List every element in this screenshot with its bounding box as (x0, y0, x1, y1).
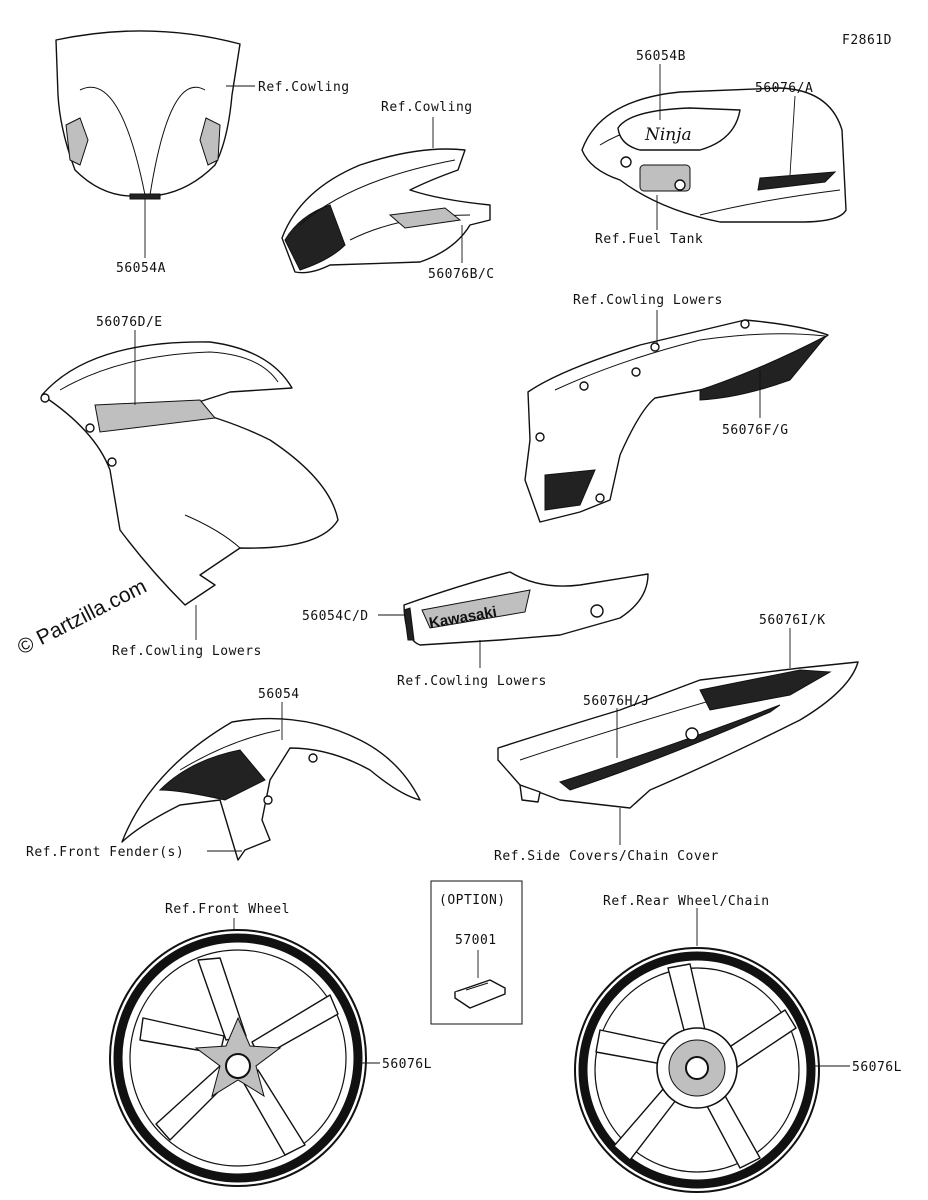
part-56076FG-label: 56076F/G (722, 423, 789, 438)
ref-front-wheel-label: Ref.Front Wheel (165, 902, 290, 917)
ref-rear-wheel-label: Ref.Rear Wheel/Chain (603, 894, 770, 909)
ref-fuel-tank-label: Ref.Fuel Tank (595, 232, 703, 247)
under-cowl-part: Kawasaki (403, 571, 649, 646)
ref-cowling-upper-label: Ref.Cowling (381, 100, 473, 115)
part-56076L-front-label: 56076L (382, 1057, 432, 1072)
right-cowling-part (524, 319, 829, 523)
upper-cowling-part (281, 148, 491, 274)
part-56076BC-label: 56076B/C (428, 267, 495, 282)
part-56076HJ-label: 56076H/J (583, 694, 650, 709)
ref-cowling-lowers-left-label: Ref.Cowling Lowers (112, 644, 262, 659)
fuel-tank-part: Ninja (581, 87, 847, 223)
part-56076DE-label: 56076D/E (96, 315, 163, 330)
option-clip-part (454, 979, 506, 1009)
part-56076A-label: 56076/A (755, 81, 813, 96)
rear-wheel-part (574, 947, 820, 1193)
part-56054A-label: 56054A (116, 261, 166, 276)
front-wheel-part (109, 929, 367, 1187)
tank-ninja-logo: Ninja (644, 125, 692, 145)
figure-code: F2861D (842, 33, 892, 48)
option-title: (OPTION) (439, 893, 506, 908)
part-56054CD-label: 56054C/D (302, 609, 369, 624)
part-57001-label: 57001 (455, 933, 497, 948)
ref-front-fender-label: Ref.Front Fender(s) (26, 845, 184, 860)
side-cover-part (497, 661, 859, 809)
front-fender-part (121, 717, 421, 861)
part-56054B-label: 56054B (636, 49, 686, 64)
part-56054-label: 56054 (258, 687, 300, 702)
option-box (430, 880, 523, 1025)
ref-side-covers-label: Ref.Side Covers/Chain Cover (494, 849, 719, 864)
part-56076L-rear-label: 56076L (852, 1060, 902, 1075)
windscreen-part (55, 30, 241, 200)
ref-cowling-lowers-under-label: Ref.Cowling Lowers (397, 674, 547, 689)
ref-cowling-screen-label: Ref.Cowling (258, 80, 350, 95)
ref-cowling-lowers-right-label: Ref.Cowling Lowers (573, 293, 723, 308)
left-cowling-part (40, 341, 339, 606)
part-56076IK-label: 56076I/K (759, 613, 826, 628)
